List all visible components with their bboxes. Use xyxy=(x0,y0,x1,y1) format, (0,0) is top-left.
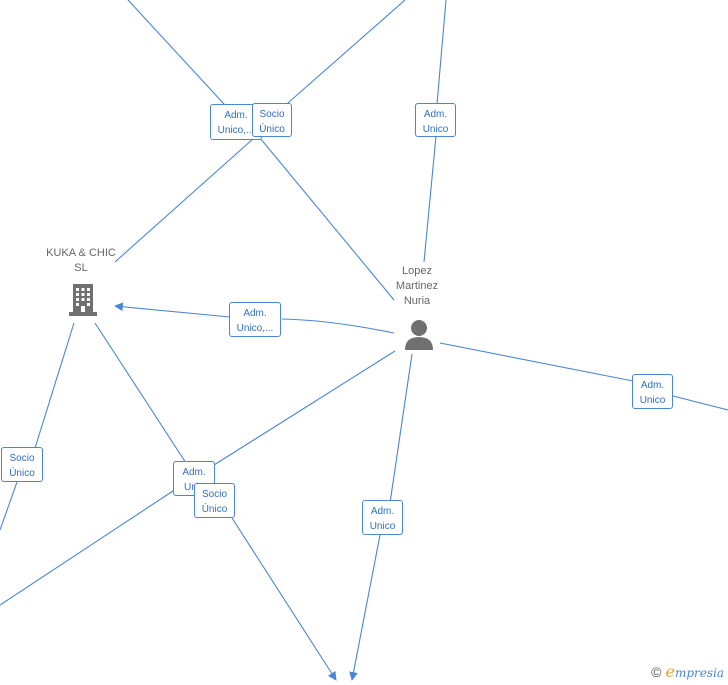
edge-label-adm-unico[interactable]: Adm. Unico xyxy=(632,374,673,409)
edge-line xyxy=(114,302,231,318)
edge-line xyxy=(271,0,406,118)
copyright-symbol: © xyxy=(651,663,662,680)
person-icon[interactable] xyxy=(403,318,435,357)
brand-e: e xyxy=(665,662,675,681)
edge-label-socio-unico[interactable]: Socio Único xyxy=(252,103,292,137)
edge-label-socio-unico[interactable]: Socio Único xyxy=(1,447,43,482)
edge-line xyxy=(34,322,75,449)
edge-label-adm-unico[interactable]: Adm. Unico xyxy=(362,500,403,535)
edge-line xyxy=(127,0,237,118)
edge-line xyxy=(349,534,381,681)
edge-label-socio-unico[interactable]: Socio Único xyxy=(194,483,235,518)
edge-line xyxy=(114,137,255,263)
edge-line xyxy=(672,395,728,411)
person-name[interactable]: Lopez Martinez Nuria xyxy=(395,265,439,307)
edge-label-adm-unico[interactable]: Adm. Unico xyxy=(415,103,456,137)
edge-line xyxy=(389,353,413,504)
edge-line xyxy=(436,0,447,105)
edge-line xyxy=(213,350,396,466)
building-icon[interactable] xyxy=(67,282,99,323)
edge-line xyxy=(439,342,634,382)
edge-line xyxy=(259,137,395,301)
edge-line xyxy=(0,488,177,606)
edge-line xyxy=(281,318,395,334)
company-name[interactable]: KUKA & CHIC SL xyxy=(46,247,116,274)
edge-line xyxy=(94,322,200,484)
edge-line xyxy=(0,481,18,531)
edge-label-adm-unico[interactable]: Adm. Unico,... xyxy=(229,302,281,337)
brand-name: mpresia xyxy=(674,666,724,680)
empresia-logo: © empresia xyxy=(651,662,724,681)
edge-line xyxy=(423,135,437,263)
edge-line xyxy=(231,517,337,681)
